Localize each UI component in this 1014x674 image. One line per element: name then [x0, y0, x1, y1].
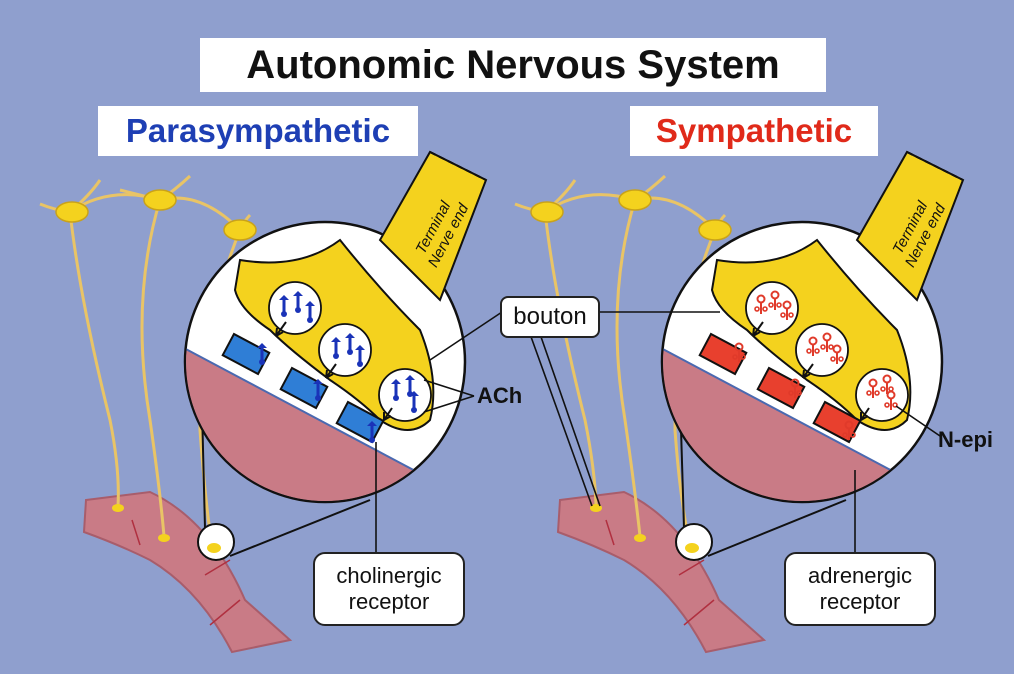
parasympathetic-heading-text: Parasympathetic — [126, 112, 390, 150]
bouton-label-text: bouton — [513, 303, 586, 331]
ach-label: ACh — [477, 383, 522, 409]
cholinergic-receptor-label: cholinergic receptor — [313, 552, 465, 626]
muscle-fiber-left — [84, 492, 290, 652]
cholinergic-receptor-line2: receptor — [349, 589, 430, 615]
nepi-label: N-epi — [938, 427, 993, 453]
muscle-fiber-right — [558, 492, 764, 652]
adrenergic-receptor-line1: adrenergic — [808, 563, 912, 589]
adrenergic-receptor-line2: receptor — [820, 589, 901, 615]
bouton-label: bouton — [500, 296, 600, 338]
parasympathetic-heading: Parasympathetic — [98, 106, 418, 156]
adrenergic-receptor-label: adrenergic receptor — [784, 552, 936, 626]
zoom-source-circle-left — [198, 524, 234, 560]
cholinergic-receptor-line1: cholinergic — [336, 563, 441, 589]
sympathetic-heading: Sympathetic — [630, 106, 878, 156]
zoom-source-circle-right — [676, 524, 712, 560]
page-title: Autonomic Nervous System — [200, 38, 826, 92]
sympathetic-heading-text: Sympathetic — [656, 112, 852, 150]
